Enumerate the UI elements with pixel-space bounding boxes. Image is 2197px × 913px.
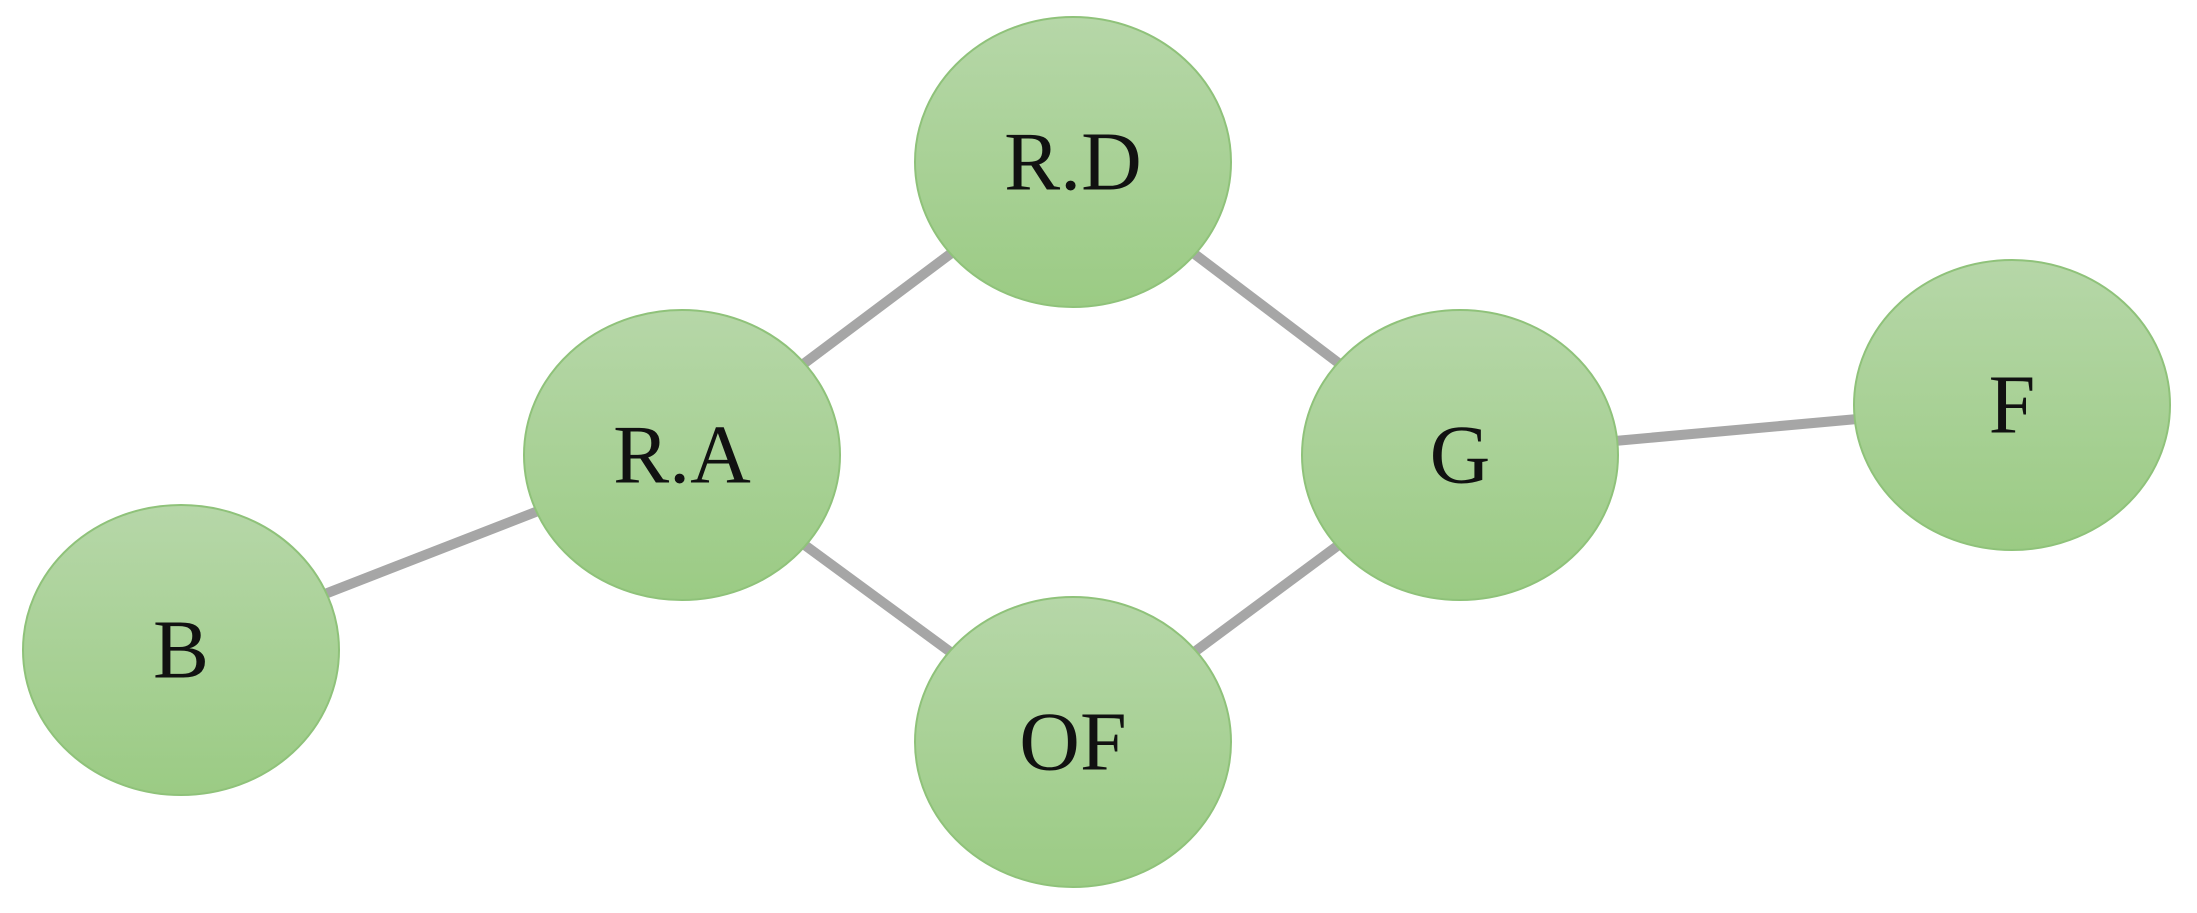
node-label: B <box>153 604 209 697</box>
node-label: OF <box>1019 696 1126 789</box>
node-of: OF <box>914 596 1232 888</box>
node-ellipse <box>523 309 841 601</box>
node-ellipse <box>1853 259 2171 551</box>
node-ellipse <box>914 16 1232 308</box>
nodes-layer: R.D R.A G F B OF <box>22 16 2171 888</box>
node-g: G <box>1301 309 1619 601</box>
node-label: F <box>1989 359 2036 452</box>
node-f: F <box>1853 259 2171 551</box>
node-rd: R.D <box>914 16 1232 308</box>
node-ellipse <box>1301 309 1619 601</box>
node-ra: R.A <box>523 309 841 601</box>
node-ellipse <box>914 596 1232 888</box>
node-label: R.D <box>1004 116 1142 209</box>
node-ellipse <box>22 504 340 796</box>
node-b: B <box>22 504 340 796</box>
node-label: G <box>1430 409 1491 502</box>
node-label: R.A <box>613 409 751 502</box>
